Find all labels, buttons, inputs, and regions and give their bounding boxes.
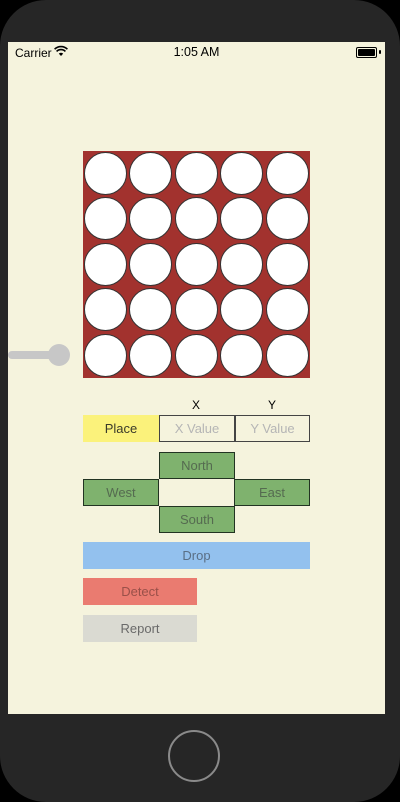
wifi-icon bbox=[54, 45, 68, 56]
slider-thumb[interactable] bbox=[48, 344, 70, 366]
y-column-label: Y bbox=[267, 398, 276, 412]
board-cell bbox=[220, 288, 264, 332]
east-button[interactable]: East bbox=[234, 479, 310, 506]
west-button[interactable]: West bbox=[83, 479, 159, 506]
home-button[interactable] bbox=[168, 730, 220, 782]
board-cell bbox=[174, 333, 218, 377]
report-button[interactable]: Report bbox=[83, 615, 197, 642]
board-cell bbox=[265, 288, 309, 332]
app-screen: Carrier 1:05 AM X Y Place X Value Y Valu… bbox=[8, 42, 385, 714]
place-button[interactable]: Place bbox=[83, 415, 159, 442]
board-cell bbox=[220, 333, 264, 377]
status-bar: Carrier 1:05 AM bbox=[8, 42, 385, 64]
board-cell bbox=[84, 333, 127, 377]
board-cell bbox=[174, 152, 218, 195]
x-value-input[interactable]: X Value bbox=[159, 415, 235, 442]
north-button[interactable]: North bbox=[159, 452, 235, 479]
y-value-input[interactable]: Y Value bbox=[235, 415, 310, 442]
board-cell bbox=[265, 242, 309, 286]
board-cell bbox=[220, 197, 264, 241]
board-cell bbox=[174, 288, 218, 332]
board-cell bbox=[84, 197, 127, 241]
battery-cap bbox=[379, 50, 381, 54]
board-cell bbox=[220, 242, 264, 286]
board-cell bbox=[174, 242, 218, 286]
drop-button[interactable]: Drop bbox=[83, 542, 310, 569]
board-cell bbox=[129, 152, 173, 195]
board-cell bbox=[129, 288, 173, 332]
clock: 1:05 AM bbox=[173, 45, 220, 59]
board-cell bbox=[129, 242, 173, 286]
carrier-label: Carrier bbox=[15, 46, 52, 60]
board-cell bbox=[129, 333, 173, 377]
board-cell bbox=[84, 288, 127, 332]
board-cell bbox=[220, 152, 264, 195]
board-cell bbox=[265, 152, 309, 195]
south-button[interactable]: South bbox=[159, 506, 235, 533]
board-cell bbox=[265, 333, 309, 377]
board-cell bbox=[265, 197, 309, 241]
board-cell bbox=[84, 152, 127, 195]
battery-icon bbox=[356, 47, 377, 58]
board-cell bbox=[84, 242, 127, 286]
slider-track[interactable] bbox=[8, 351, 68, 359]
x-column-label: X bbox=[191, 398, 200, 412]
game-board bbox=[83, 151, 310, 378]
board-cell bbox=[129, 197, 173, 241]
detect-button[interactable]: Detect bbox=[83, 578, 197, 605]
board-cell bbox=[174, 197, 218, 241]
